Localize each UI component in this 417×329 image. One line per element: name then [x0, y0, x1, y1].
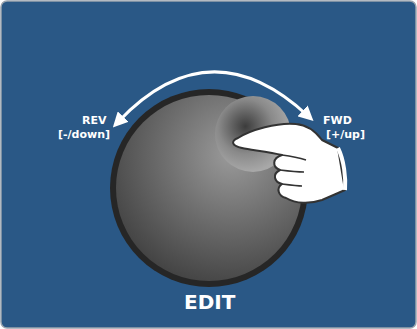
direction-label: REV [82, 114, 107, 127]
direction-key: [+/up] [326, 128, 365, 141]
direction-label: FWD [323, 114, 352, 127]
knob-face [116, 95, 302, 281]
knob-name: EDIT [184, 290, 235, 314]
direction-key: [-/down] [58, 128, 110, 141]
finger-lines [280, 155, 306, 186]
sleeve-edge [338, 148, 345, 190]
